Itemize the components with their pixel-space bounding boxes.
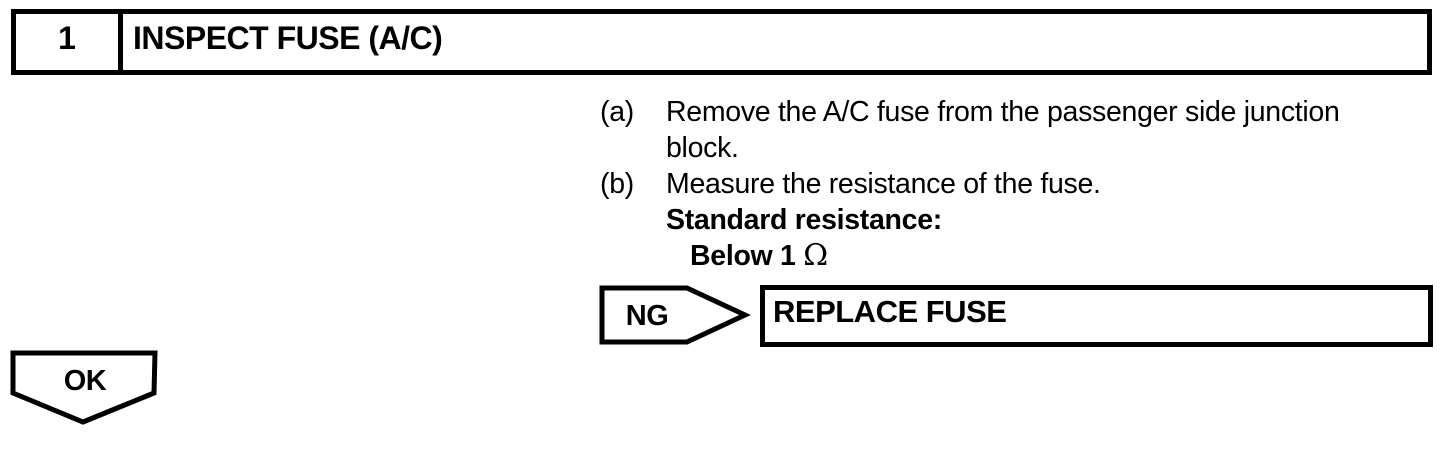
step-number: 1 xyxy=(16,14,123,70)
standard-resistance-label: Standard resistance: xyxy=(666,204,942,236)
step-header-box: 1 INSPECT FUSE (A/C) xyxy=(11,9,1432,75)
ok-pointer: OK xyxy=(10,350,158,425)
ng-arrow-shape xyxy=(599,285,751,345)
step-title: INSPECT FUSE (A/C) xyxy=(133,19,443,56)
ng-action-box: REPLACE FUSE xyxy=(760,285,1433,347)
ng-label: NG xyxy=(626,300,669,332)
instruction-marker-b: (b) xyxy=(600,168,634,200)
instruction-text-a: Remove the A/C fuse from the passenger s… xyxy=(666,94,1440,166)
ok-label: OK xyxy=(64,365,107,397)
standard-resistance-value: Below 1 Ω xyxy=(690,238,1440,274)
instruction-a-line-1: Remove the A/C fuse from the passenger s… xyxy=(666,96,1340,128)
ok-pointer-shape xyxy=(10,350,158,425)
instruction-b-line-1: Measure the resistance of the fuse. xyxy=(666,168,1101,200)
resistance-value-text: Below 1 xyxy=(690,240,796,272)
instruction-step-b: (b) Measure the resistance of the fuse. xyxy=(600,166,1440,202)
instruction-marker-a: (a) xyxy=(600,96,634,128)
instruction-step-a: (a) Remove the A/C fuse from the passeng… xyxy=(600,94,1440,166)
instruction-a-line-2: block. xyxy=(666,132,739,164)
omega-symbol: Ω xyxy=(803,238,828,273)
instruction-text-b: Measure the resistance of the fuse. xyxy=(666,166,1440,202)
instruction-list: (a) Remove the A/C fuse from the passeng… xyxy=(600,94,1440,274)
ng-action-label: REPLACE FUSE xyxy=(773,293,1007,329)
ng-arrow: NG xyxy=(599,285,751,345)
